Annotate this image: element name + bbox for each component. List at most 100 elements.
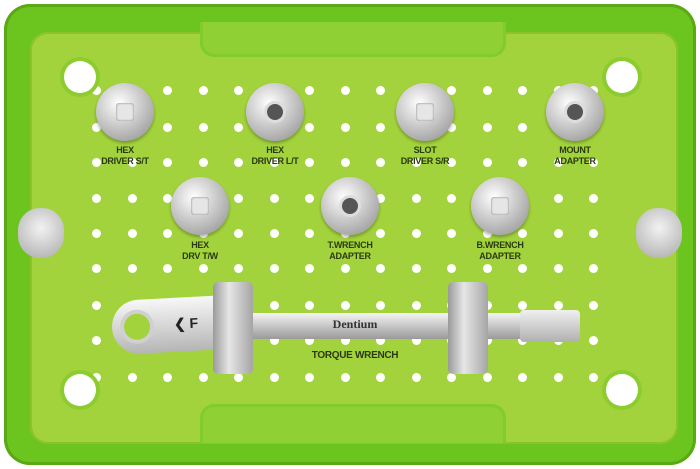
tray-bottom-handle [200,404,506,443]
tray-dot [376,229,385,238]
tray-dot [234,373,243,382]
tray-dot [127,373,137,382]
corner-hole [64,374,96,406]
tray-dot [269,229,279,238]
tray-dot [127,264,137,273]
tray-dot [127,158,137,167]
tray-dot [411,264,421,273]
tray-dot [340,301,350,310]
tray-dot [305,336,314,345]
tray-dot [447,229,456,238]
corner-hole [64,61,96,93]
tray-dot [163,373,172,382]
tray-dot [234,86,243,95]
tray-dot [92,86,101,95]
tray-dot [234,264,243,273]
tray-dot [447,194,456,203]
tray-dot [340,123,350,132]
tray-dot [518,264,527,273]
tray-dot [163,229,172,238]
tray-dot [518,158,527,167]
torque-wrench-tip [520,310,580,342]
wrench-holder-left [213,282,253,374]
tray-dot [163,194,172,203]
tray-dot [411,373,421,382]
tray-dot [482,86,492,95]
tray-dot [553,158,563,167]
tray-dot [198,373,208,382]
tray-dot [553,373,563,382]
tray-dot [340,373,350,382]
tray-dot [589,373,598,382]
tray-dot [269,264,279,273]
tray-dot [198,158,208,167]
tray-dot [269,194,279,203]
wrench-holder-right [448,282,488,374]
tray-dot [269,158,279,167]
tray-dot [482,264,492,273]
tray-dot [92,194,101,203]
right-latch[interactable] [636,208,682,258]
tray-top-handle [200,22,506,57]
tray-dot [482,229,492,238]
tray-dot [589,264,598,273]
tray-dot [411,194,421,203]
tray-dot [376,373,385,382]
tray-dot [376,264,385,273]
tray-dot [553,264,563,273]
tray-dot [234,123,243,132]
tray-dot [447,123,456,132]
tray-dot [92,264,101,273]
tray-dot [411,229,421,238]
hex-driver-st[interactable] [96,83,154,141]
tray-dot [482,158,492,167]
tray-dot [92,123,101,132]
tray-dot [518,301,527,310]
tray-dot [305,194,314,203]
tray-dot [198,123,208,132]
slot-driver-sr[interactable] [396,83,454,141]
left-latch[interactable] [18,208,64,258]
tray-dot [376,194,385,203]
tray-dot [340,264,350,273]
tray-dot [447,86,456,95]
tray-dot [127,229,137,238]
tray-dot [376,123,385,132]
corner-hole [606,374,638,406]
tray-dot [340,86,350,95]
torque-wrench-label: TORQUE WRENCH [311,350,399,361]
tray-dot [269,336,279,345]
mount-adapter[interactable] [546,83,604,141]
hex-drv-tw[interactable] [171,177,229,235]
tray-dot [305,301,314,310]
tray-dot [163,264,172,273]
tray-dot [163,86,172,95]
tray-dot [305,158,314,167]
tray-dot [234,194,243,203]
tray-dot [340,158,350,167]
tray-dot [92,301,101,310]
tray-dot [553,229,563,238]
tray-dot [411,158,421,167]
tray-dot [447,264,456,273]
tray-dot [305,123,314,132]
tray-dot [92,229,101,238]
t-wrench-adapter[interactable] [321,177,379,235]
tray-dot [589,158,598,167]
hex-driver-lt[interactable] [246,83,304,141]
tray-dot [376,301,385,310]
tray-dot [447,373,456,382]
tray-dot [198,264,208,273]
tray-dot [92,373,101,382]
tray-dot [234,229,243,238]
tray-dot [376,336,385,345]
tray-dot [482,123,492,132]
tray-dot [305,373,314,382]
tray-dot [305,264,314,273]
b-wrench-adapter[interactable] [471,177,529,235]
tray-dot [234,158,243,167]
